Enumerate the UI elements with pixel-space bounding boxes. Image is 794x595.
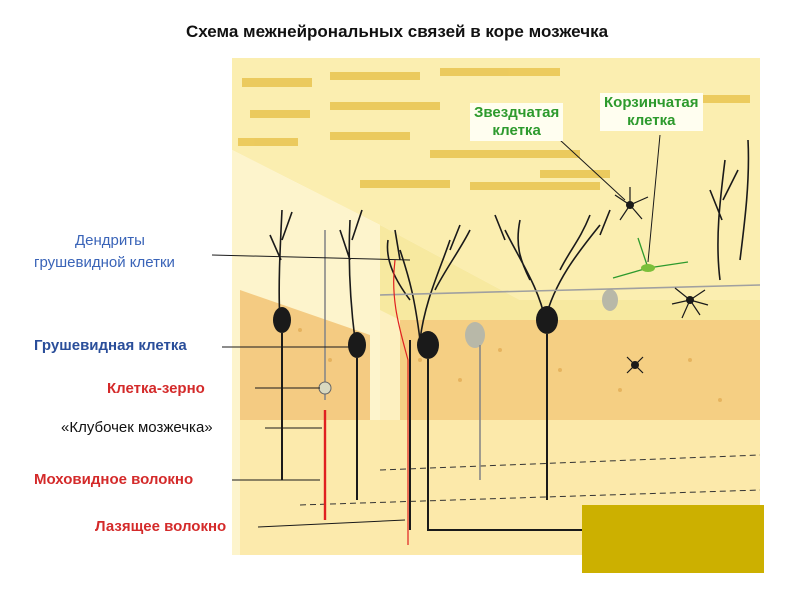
stellate-label: Звездчатая клетка [470, 103, 563, 141]
climbing-fiber-label: Лазящее волокно [95, 518, 226, 536]
basket-label-line2: клетка [604, 112, 699, 130]
stellate-label-line2: клетка [474, 122, 559, 140]
stellate-label-line1: Звездчатая [474, 104, 559, 122]
granule-cell-body [319, 382, 331, 394]
purkinje-label: Грушевидная клетка [34, 337, 187, 355]
olive-box [582, 505, 764, 573]
mossy-fiber-label: Моховидное волокно [34, 471, 193, 489]
dendrites-label-line2: грушевидной клетки [34, 254, 175, 272]
dendrites-label-line1: Дендриты [75, 232, 145, 250]
basket-label: Корзинчатая клетка [600, 93, 703, 131]
granular-layer-right [400, 320, 760, 420]
basket-label-line1: Корзинчатая [604, 94, 699, 112]
glomerulus-label: «Клубочек мозжечка» [58, 419, 216, 437]
granule-label: Клетка-зерно [107, 380, 205, 398]
